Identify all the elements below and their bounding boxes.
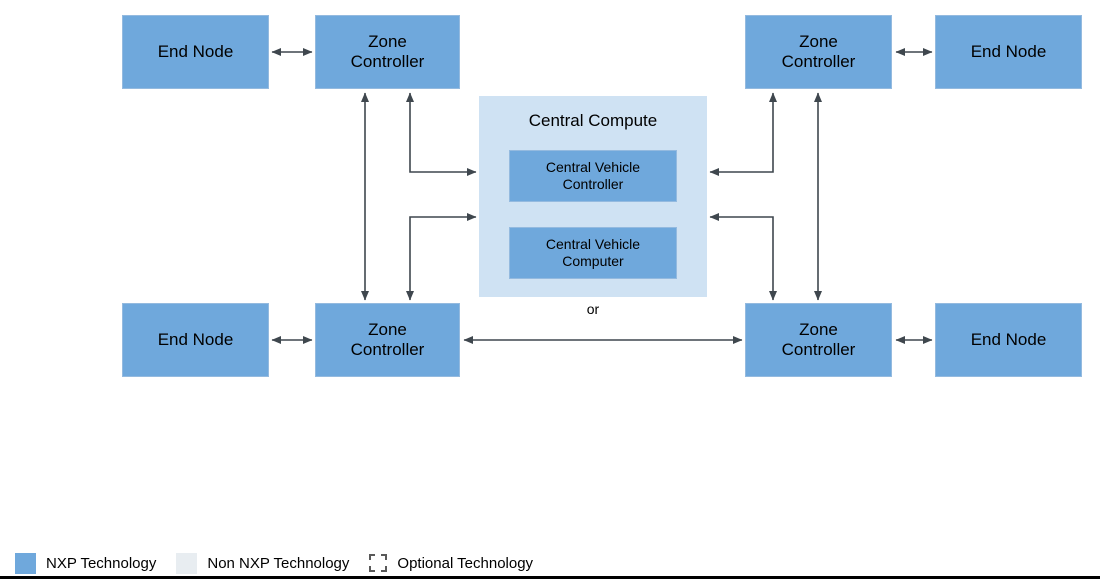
connector-central-zc-br (709, 213, 777, 301)
connector-zc-tr-central (709, 92, 777, 176)
end-node-top-right: End Node (935, 15, 1082, 89)
connector-zc-tl-central (406, 92, 477, 176)
legend-item-nxp: NXP Technology (15, 552, 157, 574)
non-nxp-swatch-icon (176, 552, 198, 574)
legend: NXP Technology Non NXP Technology Option… (15, 551, 533, 575)
end-node-top-left: End Node (122, 15, 269, 89)
central-vehicle-controller: Central Vehicle Controller (509, 150, 677, 202)
bottom-divider (0, 576, 1100, 579)
connector-central-zc-bl (406, 213, 477, 301)
nxp-swatch-icon (15, 552, 36, 574)
central-vehicle-computer: Central Vehicle Computer (509, 227, 677, 279)
legend-label-non-nxp: Non NXP Technology (207, 554, 350, 572)
legend-label-nxp: NXP Technology (46, 554, 157, 572)
legend-item-non-nxp: Non NXP Technology (176, 552, 350, 574)
end-node-bottom-right: End Node (935, 303, 1082, 377)
end-node-bottom-left: End Node (122, 303, 269, 377)
zone-controller-bottom-right: Zone Controller (745, 303, 892, 377)
central-compute-title: Central Compute (528, 111, 658, 130)
central-compute-group: Central Compute Central Vehicle Controll… (479, 96, 707, 317)
or-label: or (586, 301, 600, 317)
zone-controller-top-right: Zone Controller (745, 15, 892, 89)
zone-controller-bottom-left: Zone Controller (315, 303, 460, 377)
zone-controller-top-left: Zone Controller (315, 15, 460, 89)
legend-label-optional: Optional Technology (397, 554, 534, 572)
optional-dashed-swatch-icon (369, 554, 388, 572)
legend-item-optional: Optional Technology (369, 554, 533, 572)
